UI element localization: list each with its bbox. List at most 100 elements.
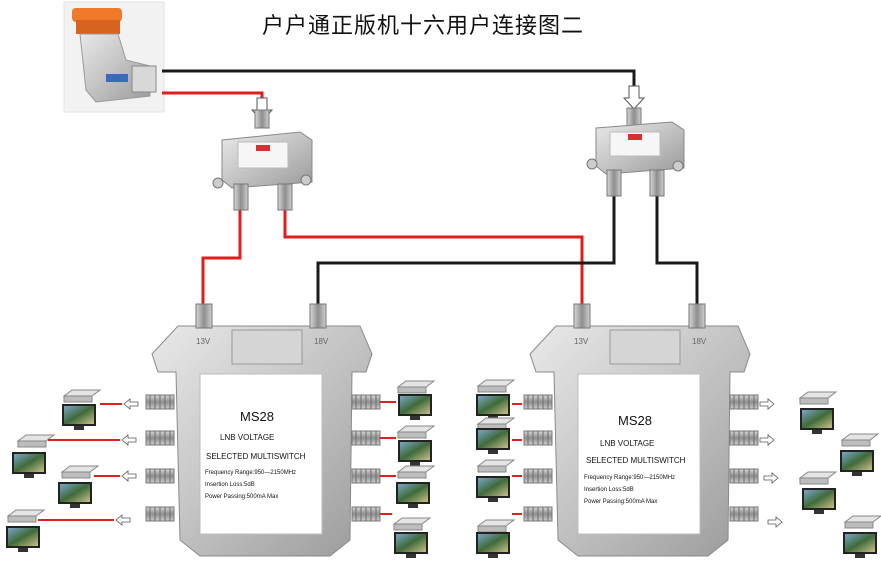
input-label-18v: 18V (692, 337, 707, 346)
multiswitch-type-label: SELECTED MULTISWITCH (206, 452, 306, 461)
tv-stand (814, 510, 824, 514)
box-front (7, 515, 37, 523)
set-top-box-tv-icon (840, 433, 880, 476)
tv-screen (400, 396, 430, 414)
set-top-box-tv-icon (798, 391, 838, 434)
box-top (476, 459, 516, 467)
set-top-box-tv-icon (798, 471, 838, 514)
set-top-box-tv-icon (843, 515, 881, 558)
tv-stand (812, 430, 822, 434)
box-front (477, 465, 507, 473)
box-top (840, 433, 880, 441)
arrow-icon (763, 472, 779, 484)
box-front (477, 525, 507, 533)
arrow-icon (767, 516, 783, 528)
set-top-box-tv-icon (392, 517, 432, 558)
arrow-icon (123, 398, 139, 410)
arrow-icon (759, 434, 775, 446)
tv-screen (845, 534, 875, 552)
box-front (799, 477, 829, 485)
spec-insertion-loss: Insertion Loss:5dB (584, 487, 634, 493)
set-top-box-tv-icon (476, 379, 516, 420)
box-front (841, 439, 871, 447)
box-top (396, 380, 436, 388)
tv-stand (70, 504, 80, 508)
arrow-icon (121, 434, 137, 446)
tv-screen (802, 410, 832, 428)
box-top (6, 509, 46, 517)
tv-screen (400, 442, 430, 460)
tv-stand (488, 498, 498, 502)
box-front (63, 395, 93, 403)
output-ports (145, 394, 759, 522)
tv-stand (410, 416, 420, 420)
box-front (844, 521, 874, 529)
cable-left-splitter-to-right-ms-13v (283, 210, 584, 304)
spec-frequency: Frequency Range:950—2150MHz (205, 470, 296, 476)
set-top-box-tv-icon (12, 434, 56, 478)
tv-screen (64, 406, 94, 424)
spec-power-passing: Power Passing:500mA Max (205, 494, 278, 500)
cable-left-splitter-to-left-ms-13v (201, 210, 242, 304)
set-top-box-tv-icon (6, 509, 46, 552)
box-top (798, 391, 838, 399)
lnb-voltage-label: LNB VOLTAGE (220, 433, 274, 442)
set-top-box-tv-icon (396, 425, 436, 466)
box-front (397, 386, 427, 394)
set-top-box-tv-icon (396, 380, 436, 420)
box-top (392, 517, 432, 525)
box-front (397, 431, 427, 439)
box-top (396, 465, 436, 473)
cable-right-splitter-to-left-ms-18v (316, 195, 616, 304)
tv-stand (855, 554, 865, 558)
box-front (393, 523, 423, 531)
tv-screen (842, 452, 872, 470)
spec-insertion-loss: Insertion Loss:5dB (205, 482, 255, 488)
satellite-lnb-icon (63, 1, 165, 113)
box-front (61, 471, 91, 479)
arrow-icon (115, 514, 131, 526)
tv-stand (406, 554, 416, 558)
multiswitch-left: 13V 18V MS28 LNB VOLTAGE SELECTED MULTIS… (151, 303, 373, 557)
cable-lnb-to-left-splitter (162, 91, 264, 110)
box-top (60, 465, 100, 473)
set-top-box-tv-icon (58, 465, 100, 508)
tv-stand (74, 426, 84, 430)
tv-screen (478, 478, 508, 496)
tv-stand (410, 462, 420, 466)
input-label-13v: 13V (196, 337, 211, 346)
input-label-13v: 13V (574, 337, 589, 346)
arrow-icon (121, 470, 137, 482)
tv-screen (478, 430, 508, 448)
box-front (397, 471, 427, 479)
box-top (843, 515, 881, 523)
box-top (476, 519, 516, 527)
box-front (799, 397, 829, 405)
set-top-box-tv-icon (476, 519, 516, 558)
receivers (6, 379, 881, 558)
model-label: MS28 (240, 409, 274, 424)
box-top (62, 389, 102, 397)
cable-right-splitter-to-right-ms-18v (655, 195, 699, 304)
lnb-voltage-label: LNB VOLTAGE (600, 439, 654, 448)
set-top-box-tv-icon (476, 459, 516, 502)
multiswitch-type-label: SELECTED MULTISWITCH (586, 456, 686, 465)
set-top-box-tv-icon (62, 389, 102, 430)
spec-frequency: Frequency Range:950—2150MHz (584, 475, 675, 481)
tv-stand (24, 474, 34, 478)
tv-screen (8, 528, 38, 546)
set-top-box-tv-icon (396, 465, 436, 508)
splitter-icon (586, 107, 685, 197)
box-top (476, 417, 516, 425)
multiswitch-right: 13V 18V MS28 LNB VOLTAGE SELECTED MULTIS… (529, 303, 751, 557)
splitter-icon (212, 109, 313, 211)
tv-stand (18, 548, 28, 552)
tv-stand (408, 504, 418, 508)
tv-screen (396, 534, 426, 552)
box-front (477, 385, 507, 393)
box-top (476, 379, 516, 387)
tv-stand (852, 472, 862, 476)
tv-screen (478, 396, 508, 414)
arrow-icon (622, 85, 646, 110)
